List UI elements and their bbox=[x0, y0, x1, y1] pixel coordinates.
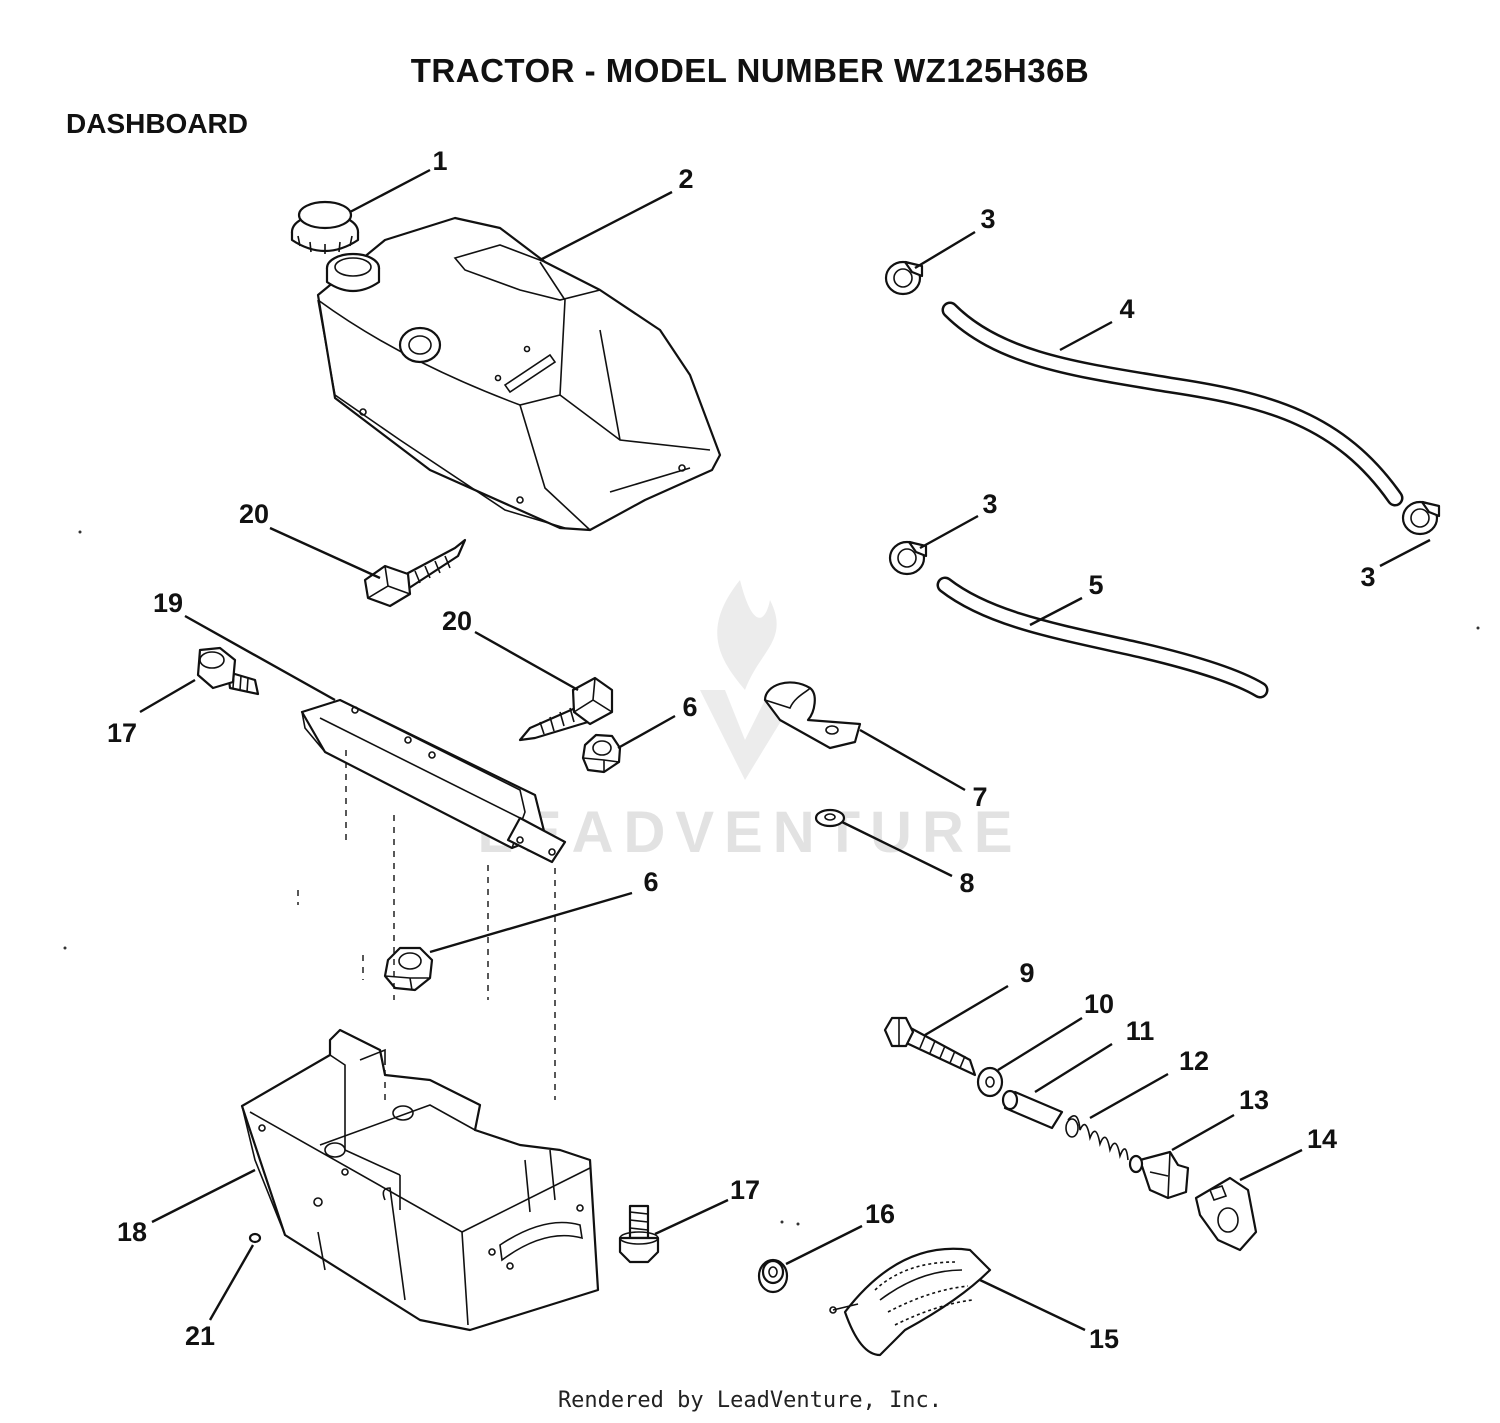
callout-labels: 1 2 3 4 3 3 5 20 19 20 17 6 7 8 6 9 10 1… bbox=[107, 146, 1376, 1354]
callout-11: 11 bbox=[1126, 1016, 1155, 1046]
callout-18: 18 bbox=[117, 1217, 147, 1247]
callout-3-right: 3 bbox=[1360, 562, 1375, 592]
leader-lines bbox=[139, 168, 1431, 1332]
callout-17-bottom: 17 bbox=[730, 1175, 760, 1205]
part-21-pin bbox=[248, 1232, 262, 1244]
section-title: DASHBOARD bbox=[66, 108, 248, 139]
part-15-indicator-plate bbox=[829, 1247, 992, 1357]
callout-5: 5 bbox=[1088, 570, 1103, 600]
part-17-bolt-a bbox=[196, 646, 260, 696]
callout-3-top: 3 bbox=[980, 204, 995, 234]
callout-4: 4 bbox=[1119, 294, 1134, 324]
callout-19: 19 bbox=[153, 588, 183, 618]
part-11-spacer-tube bbox=[1001, 1089, 1064, 1130]
part-5-fuel-hose-short bbox=[936, 576, 1269, 699]
callout-20-top: 20 bbox=[239, 499, 269, 529]
part-20-screw-b bbox=[518, 676, 614, 742]
callout-2: 2 bbox=[678, 164, 693, 194]
part-4-fuel-hose-long bbox=[941, 301, 1404, 507]
callout-6-bottom: 6 bbox=[643, 867, 658, 897]
footer-credit: Rendered by LeadVenture, Inc. bbox=[557, 1388, 943, 1413]
watermark-text: LEADVENTURE bbox=[477, 800, 1022, 865]
callout-13: 13 bbox=[1239, 1085, 1269, 1115]
part-3-hose-clamp-a bbox=[884, 260, 924, 296]
diagram-title: TRACTOR - MODEL NUMBER WZ125H36B bbox=[410, 52, 1090, 89]
scan-specks bbox=[63, 530, 1480, 1226]
callout-6-top: 6 bbox=[682, 692, 697, 722]
callout-1: 1 bbox=[432, 146, 447, 176]
callout-21: 21 bbox=[185, 1321, 215, 1351]
callout-7: 7 bbox=[972, 782, 987, 812]
part-17-bolt-b bbox=[618, 1204, 660, 1264]
part-9-long-bolt bbox=[883, 1016, 977, 1077]
callout-17-left: 17 bbox=[107, 718, 137, 748]
callout-16: 16 bbox=[865, 1199, 895, 1229]
watermark-logo: LEADVENTURE bbox=[477, 580, 1022, 865]
part-12-spring bbox=[1065, 1114, 1129, 1161]
callout-9: 9 bbox=[1019, 958, 1034, 988]
callout-10: 10 bbox=[1084, 989, 1114, 1019]
part-6-nut-b bbox=[383, 946, 434, 992]
part-6-nut-a bbox=[581, 733, 622, 774]
part-20-screw-a bbox=[363, 538, 467, 608]
part-3-hose-clamp-c bbox=[1401, 500, 1441, 536]
part-10-washer bbox=[976, 1066, 1004, 1098]
part-13-latch bbox=[1128, 1150, 1190, 1200]
part-8-washer bbox=[814, 808, 846, 828]
alignment-lines bbox=[297, 750, 556, 1100]
callout-14: 14 bbox=[1307, 1124, 1337, 1154]
callout-8: 8 bbox=[959, 868, 974, 898]
part-7-hose-clip bbox=[763, 681, 862, 750]
part-14-knob-holder bbox=[1194, 1176, 1258, 1252]
part-2-fuel-tank bbox=[316, 216, 722, 532]
callout-12: 12 bbox=[1179, 1046, 1209, 1076]
part-3-hose-clamp-b bbox=[888, 540, 928, 576]
callout-15: 15 bbox=[1089, 1324, 1119, 1354]
callout-20-middle: 20 bbox=[442, 606, 472, 636]
part-18-dashboard-panel bbox=[240, 1028, 600, 1332]
part-1-fuel-cap bbox=[290, 200, 360, 254]
callout-3-middle: 3 bbox=[982, 489, 997, 519]
part-16-flange-nut bbox=[757, 1258, 789, 1294]
part-19-support-bracket bbox=[300, 698, 567, 864]
